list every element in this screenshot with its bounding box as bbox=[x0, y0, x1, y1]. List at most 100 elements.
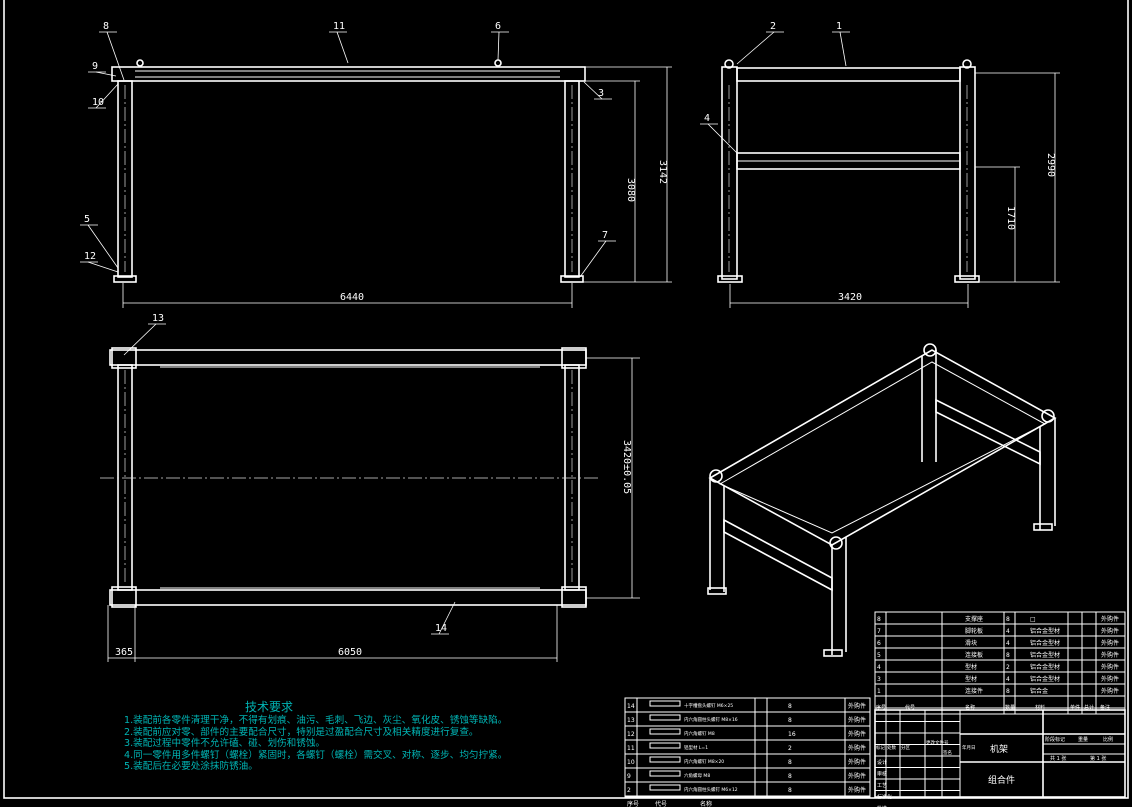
balloon-label: 11 bbox=[333, 21, 345, 32]
scale-label: 比例 bbox=[1103, 736, 1113, 743]
leader-line bbox=[95, 71, 117, 77]
row-note: 外购件 bbox=[1101, 627, 1119, 635]
balloon-label: 9 bbox=[92, 61, 98, 72]
dim-top-length: 6050 bbox=[338, 647, 362, 658]
row-no: 5 bbox=[877, 652, 881, 659]
row-material: □ bbox=[1030, 616, 1036, 623]
row-no: 14 bbox=[627, 703, 635, 710]
part-symbol bbox=[649, 756, 681, 763]
tech-item: 3.装配过程中零件不允许磕、碰、划伤和锈蚀。 bbox=[124, 738, 326, 749]
leader-line bbox=[87, 261, 119, 273]
technical-requirements: 技术要求 1.装配前各零件清理干净，不得有划痕、油污、毛刺、飞边、灰尘、氧化皮、… bbox=[124, 700, 507, 773]
dim-front-length: 6440 bbox=[340, 292, 364, 303]
balloon-label: 12 bbox=[84, 251, 96, 262]
header-w2: 总计 bbox=[1084, 704, 1094, 711]
balloon-label: 4 bbox=[704, 113, 710, 124]
role-label: 审核 bbox=[877, 771, 887, 778]
row-name: 内六角圆柱头螺钉 M8×16 bbox=[684, 716, 738, 723]
row-qty: 2 bbox=[1006, 664, 1010, 671]
row-note: 外购件 bbox=[848, 730, 866, 738]
row-no: 13 bbox=[627, 717, 635, 724]
row-material: 铝合金型材 bbox=[1030, 627, 1060, 635]
role-label: 批准 bbox=[877, 805, 887, 807]
row-qty: 8 bbox=[788, 787, 792, 794]
leader-line bbox=[497, 31, 500, 61]
header-name: 名称 bbox=[965, 704, 975, 711]
dim-side-width: 3420 bbox=[838, 292, 862, 303]
row-qty: 8 bbox=[788, 703, 792, 710]
part-symbol bbox=[649, 714, 681, 721]
top-view: 3420±0.05 6050 365 bbox=[100, 347, 640, 662]
dim-top-offset: 365 bbox=[115, 647, 133, 658]
sheet-count: 共 1 张 bbox=[1050, 755, 1066, 762]
row-qty: 4 bbox=[1006, 628, 1010, 635]
balloon-label: 5 bbox=[84, 214, 90, 225]
header-w1: 单件 bbox=[1070, 704, 1080, 711]
header-code: 代号 bbox=[655, 800, 667, 807]
header-code: 代号 bbox=[905, 704, 915, 711]
dim-front-height-inner: 3080 bbox=[625, 178, 636, 202]
dim-side-height: 2990 bbox=[1045, 153, 1056, 177]
leader-line bbox=[438, 601, 456, 635]
title-row-label: 年月日 bbox=[962, 744, 976, 751]
row-note: 外购件 bbox=[1101, 675, 1119, 683]
leader-line bbox=[736, 31, 775, 65]
row-note: 外购件 bbox=[1101, 651, 1119, 659]
part-symbol bbox=[649, 770, 681, 777]
row-no: 3 bbox=[877, 676, 881, 683]
row-qty: 8 bbox=[1006, 652, 1010, 659]
balloon-label: 2 bbox=[770, 21, 776, 32]
dim-front-height-total: 3142 bbox=[657, 160, 668, 184]
tech-title: 技术要求 bbox=[244, 700, 293, 714]
row-name: 内六角螺钉 M8×20 bbox=[684, 758, 724, 765]
row-qty: 4 bbox=[1006, 676, 1010, 683]
table-frame bbox=[624, 697, 871, 798]
row-material: 铝合金型材 bbox=[1030, 663, 1060, 671]
title-block: 标记处数分区更改文件号签名年月日设计审核工艺标准化批准机架组合件阶段标记重量比例… bbox=[874, 709, 1126, 807]
title-row-label: 标记 bbox=[876, 744, 885, 751]
header-material: 材料 bbox=[1035, 704, 1045, 711]
row-material: 铝合金型材 bbox=[1030, 675, 1060, 683]
row-qty: 2 bbox=[788, 745, 792, 752]
leader-line bbox=[579, 240, 607, 278]
tech-item: 5.装配后在必要处涂抹防锈油。 bbox=[124, 761, 258, 772]
leader-line bbox=[123, 323, 157, 356]
balloon-label: 1 bbox=[836, 21, 842, 32]
row-name: 内六角圆柱头螺钉 M6×12 bbox=[684, 786, 738, 793]
title-row-label: 签名 bbox=[943, 749, 952, 756]
row-note: 外购件 bbox=[1101, 687, 1119, 695]
row-no: 8 bbox=[877, 616, 881, 623]
row-no: 9 bbox=[627, 773, 631, 780]
row-note: 外购件 bbox=[848, 702, 866, 710]
row-note: 外购件 bbox=[848, 758, 866, 766]
row-material: 铝合金型材 bbox=[1030, 651, 1060, 659]
tech-item: 1.装配前各零件清理干净，不得有划痕、油污、毛刺、飞边、灰尘、氧化皮、锈蚀等缺陷… bbox=[124, 715, 508, 726]
balloon-label: 8 bbox=[103, 21, 109, 32]
balloon-label: 14 bbox=[435, 623, 447, 634]
side-view: 3420 1710 2990 bbox=[717, 59, 1060, 308]
row-no: 11 bbox=[627, 745, 635, 752]
row-name: 六角螺母 M8 bbox=[684, 772, 710, 779]
tech-item: 4.同一零件用多件螺钉（螺栓）紧固时，各螺钉（螺栓）需交叉、对称、逐步、均匀拧紧… bbox=[124, 749, 508, 761]
balloon-label: 10 bbox=[92, 97, 104, 108]
row-name: 脚轮板 bbox=[965, 627, 983, 635]
header-note: 备注 bbox=[1100, 704, 1110, 711]
leader-line bbox=[106, 31, 125, 81]
role-label: 工艺 bbox=[877, 783, 887, 789]
title-row-label: 处数 bbox=[887, 744, 896, 751]
role-label: 标准化 bbox=[877, 794, 892, 801]
row-note: 外购件 bbox=[848, 772, 866, 780]
row-qty: 8 bbox=[1006, 616, 1010, 623]
title-row-label: 更改文件号 bbox=[926, 739, 949, 746]
drawing-name: 机架 bbox=[990, 743, 1008, 755]
row-qty: 8 bbox=[1006, 688, 1010, 695]
leader-line bbox=[336, 31, 349, 64]
row-name: 滑块 bbox=[965, 639, 977, 647]
row-qty: 8 bbox=[788, 759, 792, 766]
row-note: 外购件 bbox=[1101, 639, 1119, 647]
leader-line bbox=[707, 123, 738, 154]
drawing-border bbox=[3, 0, 1129, 799]
leader-line bbox=[583, 81, 603, 100]
header-name: 名称 bbox=[700, 800, 712, 807]
